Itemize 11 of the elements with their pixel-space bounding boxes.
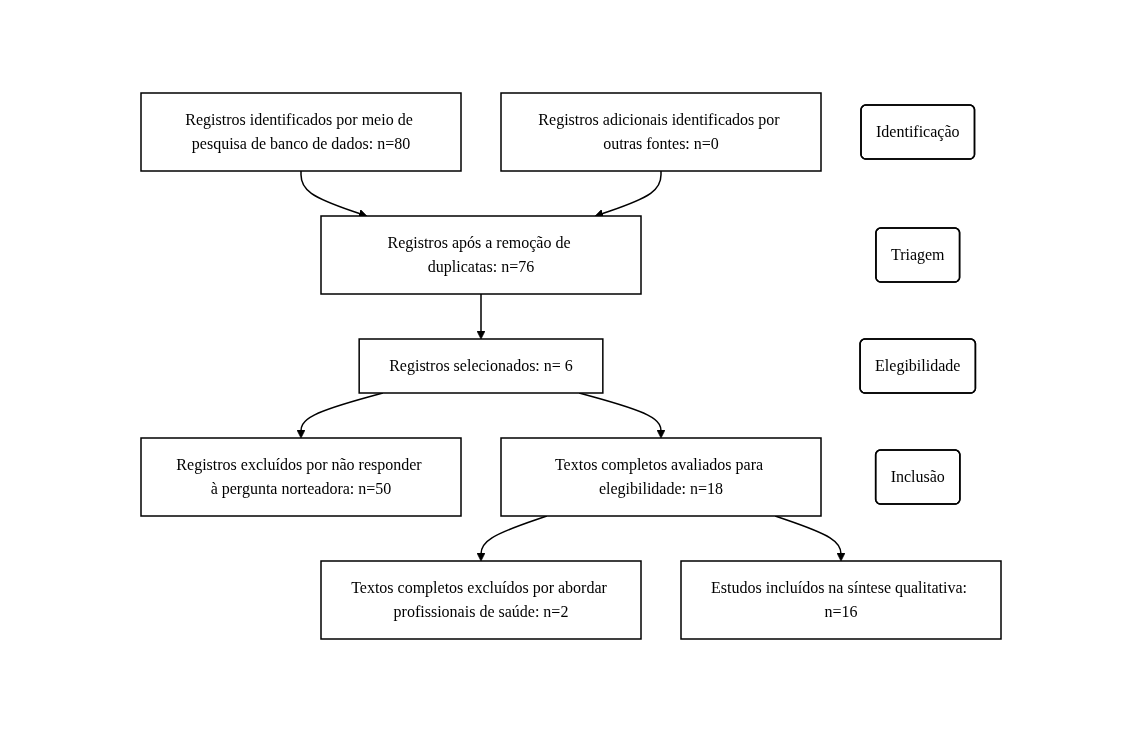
node-box: Textos completos avaliados para elegibilidade: n=18 (500, 437, 822, 517)
node-box: Textos completos excluídos por abordar profissionais de saúde: n=2 (320, 560, 642, 640)
arrow (300, 170, 368, 218)
arrow (594, 170, 662, 218)
node-box: Registros selecionados: n= 6 (358, 338, 604, 394)
arrow (476, 293, 486, 340)
node-box: Estudos incluídos na síntese qualitativa: n=16 (680, 560, 1002, 640)
node-box: Registros adicionais identificados por outras fontes: n=0 (500, 92, 822, 172)
node-box: Registros após a remoção de duplicatas: n=76 (320, 215, 642, 295)
node-box: Registros identificados por meio de pesquisa de banco de dados: n=80 (140, 92, 462, 172)
node-box: Registros excluídos por não responder à pergunta norteadora: n=50 (140, 437, 462, 517)
